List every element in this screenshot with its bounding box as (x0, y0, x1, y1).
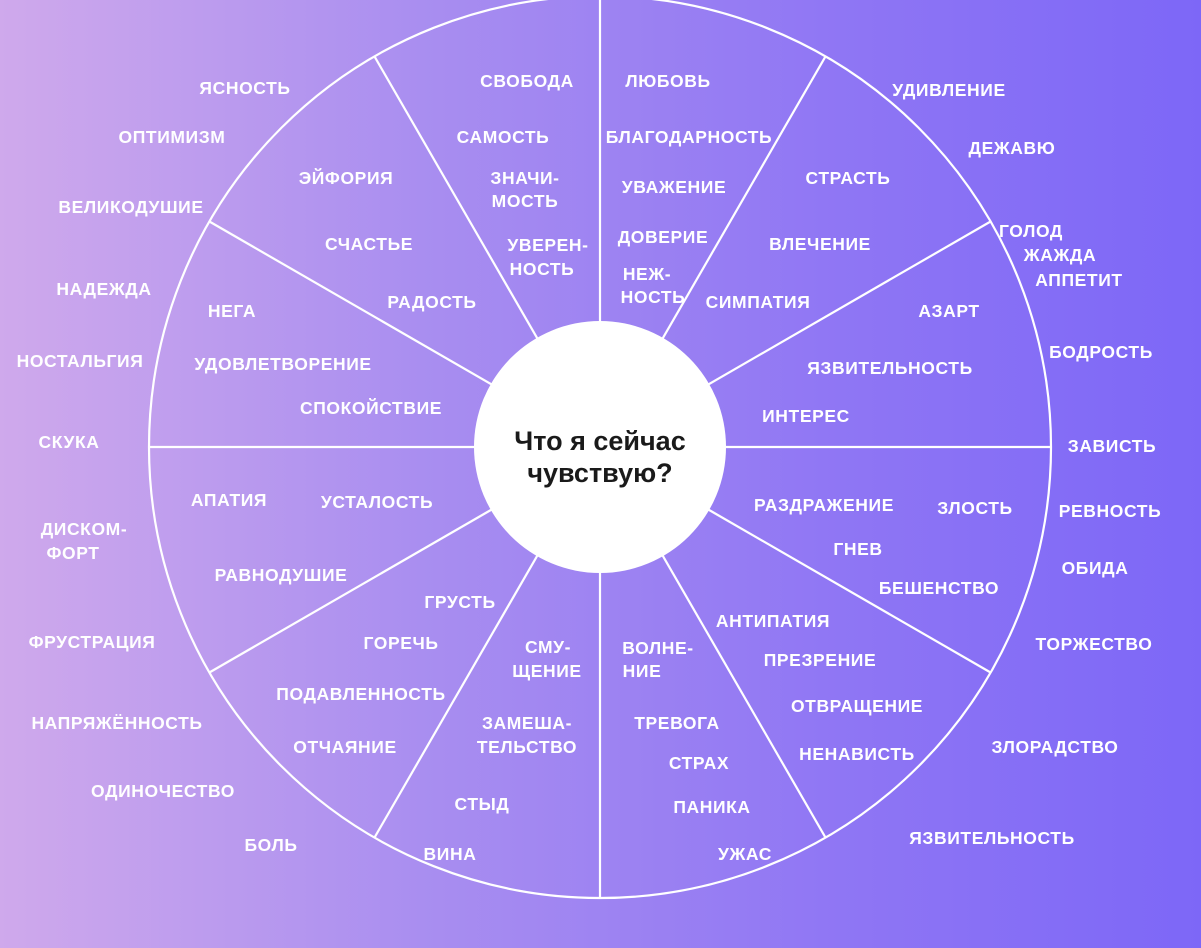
label-samost: САМОСТЬ (456, 127, 550, 147)
label-telstvo: ТЕЛЬСТВО (476, 737, 578, 757)
outer-zloradstvo: ЗЛОРАДСТВО (991, 737, 1119, 757)
outer-frustratsiya: ФРУСТРАЦИЯ (28, 632, 156, 652)
sector-dividers (149, 0, 1051, 898)
center-title: Что я сейчас чувствую? (514, 425, 685, 489)
sector-divider (661, 553, 827, 839)
outer-obida: ОБИДА (1061, 558, 1129, 578)
label-nega: НЕГА (207, 301, 257, 321)
outer-optimizm: ОПТИМИЗМ (118, 127, 226, 147)
outer-bodrost: БОДРОСТЬ (1049, 342, 1153, 362)
sector-divider (373, 55, 539, 341)
outer-zavist: ЗАВИСТЬ (1067, 436, 1157, 456)
label-apatiya: АПАТИЯ (190, 490, 268, 510)
label-uvazhenie: УВАЖЕНИЕ (621, 177, 727, 197)
outer-bol: БОЛЬ (244, 835, 298, 855)
outer-fort: ФОРТ (46, 543, 100, 563)
center-title-line2: чувствую? (527, 458, 673, 488)
sector-divider (373, 553, 539, 839)
outer-dezhavyu: ДЕЖАВЮ (968, 138, 1056, 158)
outer-golod: ГОЛОД (999, 221, 1063, 241)
label-otvrashchenie: ОТВРАЩЕНИЕ (790, 696, 924, 716)
label-shchenie: ЩЕНИЕ (512, 661, 582, 681)
label-antipatiya: АНТИПАТИЯ (715, 611, 831, 631)
label-strast: СТРАСТЬ (805, 168, 891, 188)
label-spokoystvie: СПОКОЙСТВИЕ (299, 398, 443, 418)
label-ravnodushie: РАВНОДУШИЕ (214, 565, 348, 585)
outer-udivlenie: УДИВЛЕНИЕ (892, 80, 1006, 100)
outer-odinochestvo: ОДИНОЧЕСТВО (91, 781, 235, 801)
label-yazvitelnost-in: ЯЗВИТЕЛЬНОСТЬ (807, 358, 973, 378)
label-gorech: ГОРЕЧЬ (363, 633, 439, 653)
label-schaste: СЧАСТЬЕ (324, 234, 414, 254)
sector-divider (706, 508, 992, 674)
label-styd: СТЫД (454, 794, 510, 814)
outer-appetit: АППЕТИТ (1035, 270, 1123, 290)
label-svoboda: СВОБОДА (480, 71, 574, 91)
sector-divider (208, 220, 494, 386)
label-strakh: СТРАХ (668, 753, 730, 773)
label-nezh: НЕЖ- (622, 264, 672, 284)
label-panika: ПАНИКА (673, 797, 751, 817)
outer-revnost: РЕВНОСТЬ (1058, 501, 1162, 521)
outer-yazvitelnost: ЯЗВИТЕЛЬНОСТЬ (909, 828, 1075, 848)
label-volne: ВОЛНЕ- (622, 638, 694, 658)
label-smu: СМУ- (524, 637, 572, 657)
label-udovletvorenie: УДОВЛЕТВОРЕНИЕ (194, 354, 372, 374)
center-circle (474, 321, 726, 573)
label-radost: РАДОСТЬ (387, 292, 477, 312)
outer-skuka: СКУКА (38, 432, 100, 452)
outer-nadezhda: НАДЕЖДА (56, 279, 152, 299)
label-simpatiya: СИМПАТИЯ (705, 292, 811, 312)
label-prezrenie: ПРЕЗРЕНИЕ (763, 650, 877, 670)
label-nenavist: НЕНАВИСТЬ (799, 744, 915, 764)
label-nost: НОСТЬ (509, 259, 575, 279)
label-podavlennost: ПОДАВЛЕННОСТЬ (276, 684, 446, 704)
label-uzhas: УЖАС (718, 844, 772, 864)
label-razdrazhenie: РАЗДРАЖЕНИЕ (754, 495, 894, 515)
sector-divider (661, 55, 827, 341)
label-zlost: ЗЛОСТЬ (937, 498, 1013, 518)
outer-yasnost: ЯСНОСТЬ (199, 78, 291, 98)
label-uveren: УВЕРЕН- (507, 235, 589, 255)
label-doverie: ДОВЕРИЕ (617, 227, 709, 247)
outer-napryazhennost: НАПРЯЖЁННОСТЬ (31, 713, 203, 733)
label-nie: НИЕ (622, 661, 662, 681)
label-interes: ИНТЕРЕС (762, 406, 850, 426)
label-trevoga: ТРЕВОГА (634, 713, 720, 733)
label-most: МОСТЬ (491, 191, 559, 211)
label-ustalost: УСТАЛОСТЬ (320, 492, 434, 512)
label-vina: ВИНА (423, 844, 477, 864)
label-lyubov: ЛЮБОВЬ (625, 71, 711, 91)
label-vlechenie: ВЛЕЧЕНИЕ (769, 234, 871, 254)
label-grust: ГРУСТЬ (424, 592, 496, 612)
label-zamesha: ЗАМЕША- (481, 713, 573, 733)
sector-divider (208, 508, 494, 674)
label-nost2: НОСТЬ (620, 287, 686, 307)
label-eyforiya: ЭЙФОРИЯ (298, 168, 394, 188)
label-znachi: ЗНАЧИ- (490, 168, 560, 188)
outer-velikodushie: ВЕЛИКОДУШИЕ (58, 197, 204, 217)
label-blagodarnost: БЛАГОДАРНОСТЬ (605, 127, 773, 147)
label-otchayanie: ОТЧАЯНИЕ (293, 737, 397, 757)
label-beshenstvo: БЕШЕНСТВО (878, 578, 1000, 598)
label-gnev: ГНЕВ (833, 539, 883, 559)
label-azart: АЗАРТ (918, 301, 980, 321)
center-title-line1: Что я сейчас (514, 426, 686, 456)
outer-diskom: ДИСКОМ- (40, 519, 128, 539)
sector-divider (706, 220, 992, 386)
outer-nostalgiya: НОСТАЛЬГИЯ (16, 351, 144, 371)
outer-zhazhda: ЖАЖДА (1023, 245, 1097, 265)
outer-torzhestvo: ТОРЖЕСТВО (1035, 634, 1153, 654)
